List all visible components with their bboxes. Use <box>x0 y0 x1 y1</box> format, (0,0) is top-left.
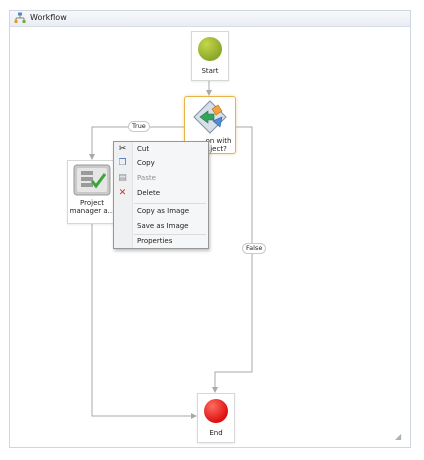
context-menu: ✂ Cut ❐ Copy ▤ Paste ✕ Delete Copy as Im… <box>113 141 209 249</box>
menu-item-cut[interactable]: ✂ Cut <box>118 144 150 154</box>
end-dot <box>204 399 228 423</box>
menu-item-paste[interactable]: ▤ Paste <box>118 173 156 183</box>
decision-label: …on with …ject? <box>198 137 232 153</box>
menu-separator <box>134 203 206 204</box>
false-badge: False <box>242 243 267 254</box>
menu-separator <box>134 234 206 235</box>
copy-icon: ❐ <box>118 158 127 168</box>
end-node[interactable]: End <box>197 393 235 443</box>
menu-item-copy-as-image[interactable]: Copy as Image <box>137 207 190 215</box>
menu-item-copy[interactable]: ❐ Copy <box>118 158 155 168</box>
connector-false[interactable] <box>212 126 253 393</box>
window-title: Workflow <box>30 13 67 22</box>
connector-activity-end[interactable] <box>91 222 197 419</box>
menu-icon-gutter <box>114 142 133 248</box>
connector-true[interactable] <box>89 126 184 160</box>
scissors-icon: ✂ <box>118 144 127 154</box>
end-label: End <box>209 429 223 437</box>
workflow-designer: Workflow <box>9 10 411 448</box>
menu-item-delete[interactable]: ✕ Delete <box>118 188 160 198</box>
designer-titlebar: Workflow <box>10 11 410 27</box>
resize-grip-icon[interactable]: ◢ <box>395 432 402 441</box>
start-label: Start <box>201 67 219 75</box>
decision-icon <box>193 100 227 134</box>
workflow-icon <box>14 12 26 23</box>
menu-item-save-as-image[interactable]: Save as Image <box>137 222 189 230</box>
paste-icon: ▤ <box>118 173 127 183</box>
activity-node[interactable]: Project manager a... <box>67 160 117 224</box>
delete-icon: ✕ <box>118 188 127 198</box>
true-badge: True <box>128 121 150 132</box>
start-dot <box>198 37 222 61</box>
menu-item-properties[interactable]: Properties <box>137 237 173 245</box>
start-node[interactable]: Start <box>191 31 229 81</box>
activity-label: Project manager a... <box>69 199 115 215</box>
task-icon <box>73 164 111 196</box>
